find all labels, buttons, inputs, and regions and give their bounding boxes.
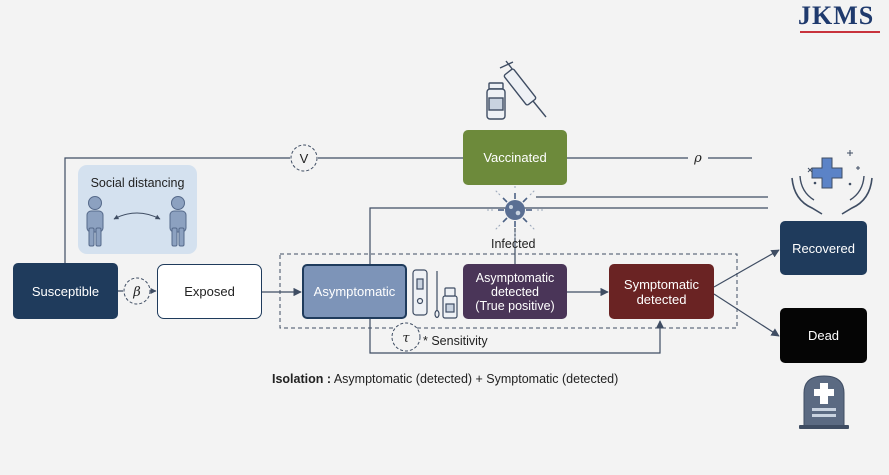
test-kit-icon [412,269,458,319]
arrow-symptomatic-recovered [713,249,780,288]
logo-text: JKMS [798,1,875,30]
parameter-v-circle [290,144,318,172]
node-vaccinated: Vaccinated [463,130,567,185]
node-dead: Dead [780,308,867,363]
parameter-v: V [300,151,309,166]
parameter-tau-circle [391,322,421,352]
caring-hands-cross-icon [791,150,873,215]
logo-underline [800,31,880,33]
parameter-beta: β [132,285,141,300]
virus-icon [487,182,543,238]
node-symptomatic-detected: Symptomatic detected [609,264,714,319]
isolation-note: Isolation : Asymptomatic (detected) + Sy… [272,372,618,386]
parameter-beta-circle [123,277,151,305]
sensitivity-label: * Sensitivity [423,334,488,348]
node-recovered: Recovered [780,221,867,275]
isolation-note-title: Isolation : [272,372,332,386]
node-asymptomatic-label: Asymptomatic [313,284,396,299]
node-vaccinated-label: Vaccinated [483,150,547,165]
social-distancing-label: Social distancing [90,176,185,190]
isolation-note-text: Asymptomatic (detected) + Symptomatic (d… [331,372,619,386]
node-asymptomatic: Asymptomatic [302,264,407,319]
node-susceptible: Susceptible [13,263,118,319]
node-asymptomatic-detected-line2: detected [491,284,539,299]
arrow-symptomatic-dead [713,293,780,337]
isolation-region [279,253,738,329]
node-dead-label: Dead [807,328,840,343]
parameter-rho: ρ [693,151,702,166]
node-exposed-label: Exposed [184,284,235,299]
node-exposed: Exposed [157,264,262,319]
connector-asymptomatic-symptomatic-sensitivity [369,319,665,354]
node-susceptible-label: Susceptible [31,283,100,299]
connector-asymptomatic-to-recovered [369,207,768,264]
node-asymptomatic-detected-line3: (True positive) [475,298,555,313]
person-icon [86,196,104,247]
node-symptomatic-detected-line1: Symptomatic [623,276,700,292]
jkms-logo: JKMS [798,1,884,35]
node-asymptomatic-detected: Asymptomatic detected (True positive) [463,264,567,319]
gravestone-icon [799,375,849,429]
node-symptomatic-detected-line2: detected [636,291,687,307]
vaccine-vial-syringe-icon [486,60,547,120]
connector-susceptible-vaccinated [64,157,463,263]
infected-label: Infected [491,237,536,251]
node-recovered-label: Recovered [792,240,855,256]
node-asymptomatic-detected-line1: Asymptomatic [475,270,555,285]
person-icon [169,196,187,247]
parameter-tau: τ [402,331,410,346]
distance-arc-icon [113,212,161,220]
